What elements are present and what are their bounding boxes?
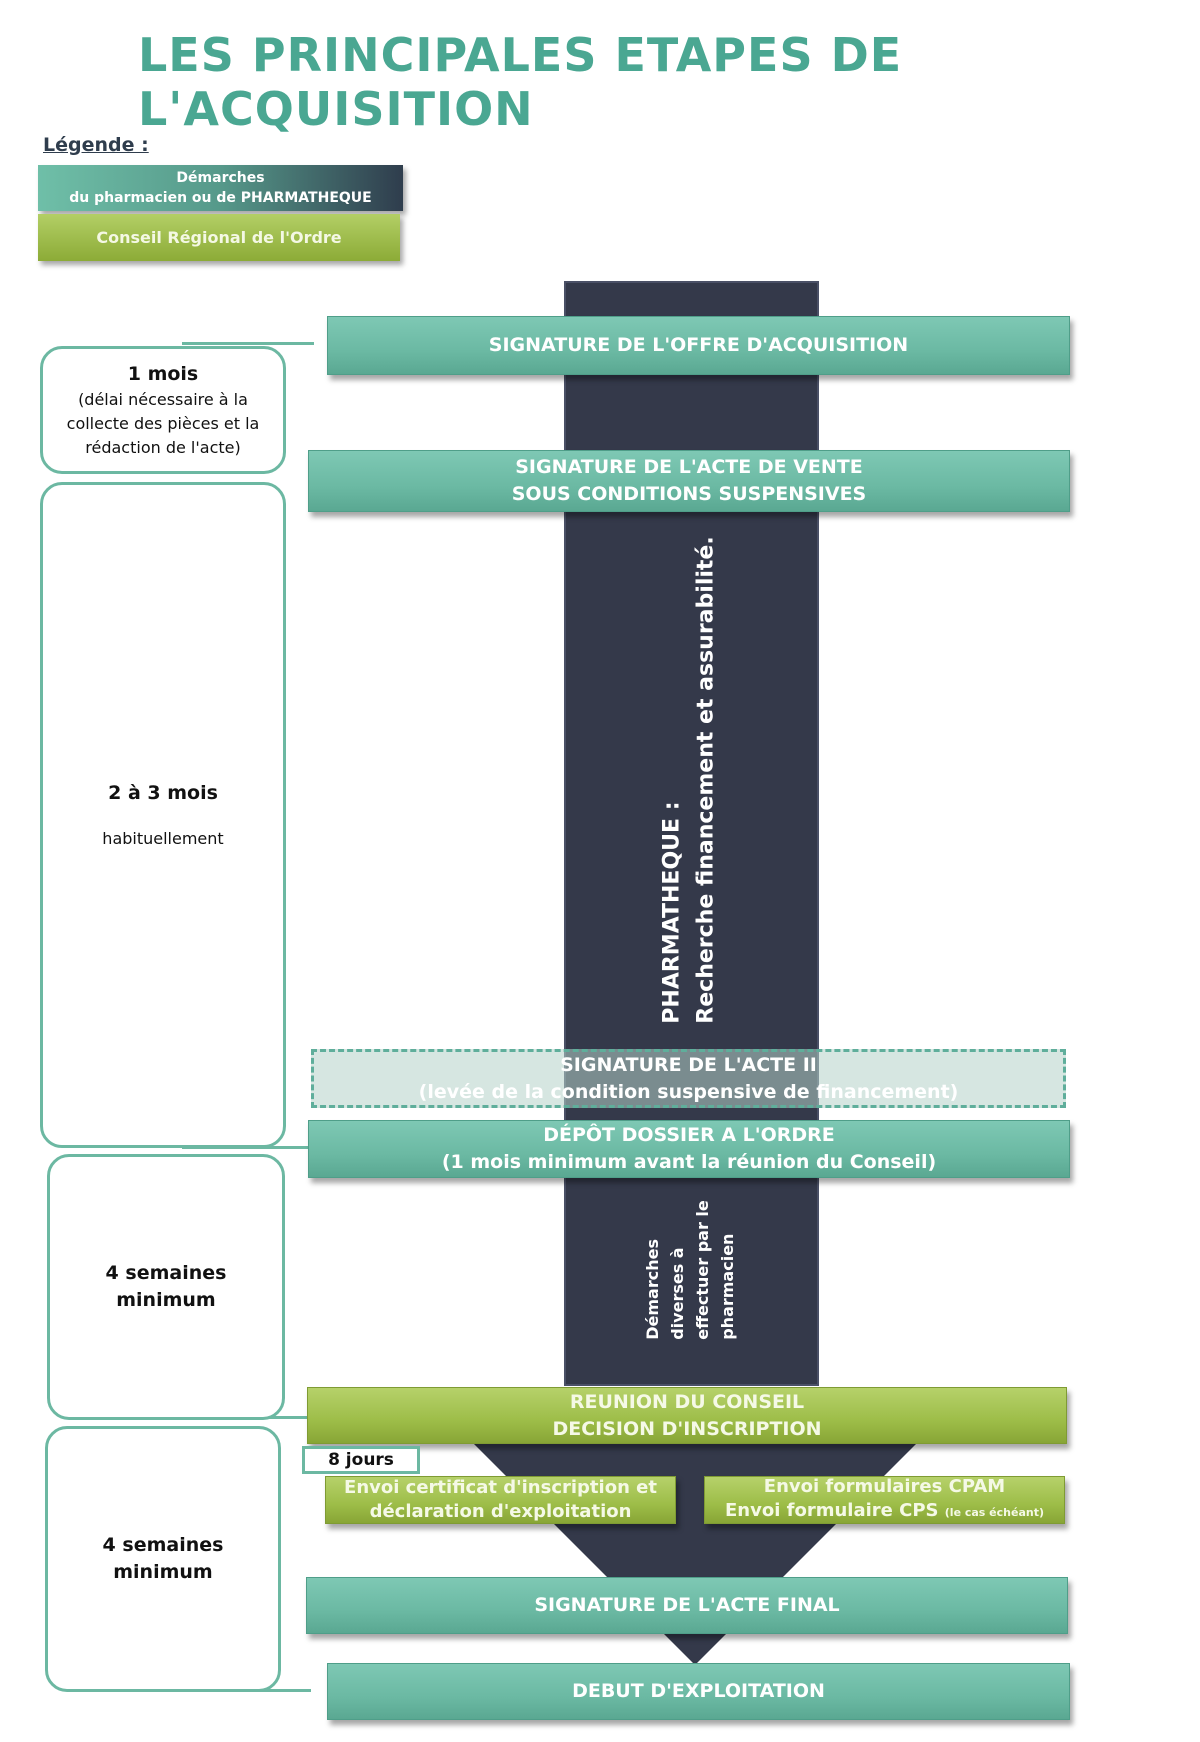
- stage-label: SIGNATURE DE L'ACTE DE VENTE: [515, 456, 863, 478]
- legend-item-demarches: Démarches du pharmacien ou de PHARMATHEQ…: [38, 165, 403, 211]
- delay-badge-8-jours: 8 jours: [302, 1446, 420, 1474]
- legend-item-label: Conseil Régional de l'Ordre: [96, 227, 342, 247]
- connector-line: [182, 342, 314, 345]
- stage-envoi-certificat: Envoi certificat d'inscription et déclar…: [325, 1476, 676, 1524]
- stage-note: (le cas échéant): [944, 1506, 1044, 1519]
- stage-label: SIGNATURE DE L'OFFRE D'ACQUISITION: [488, 334, 909, 356]
- stage-signature-offre: SIGNATURE DE L'OFFRE D'ACQUISITION: [327, 316, 1070, 375]
- stage-label: SOUS CONDITIONS SUSPENSIVES: [511, 483, 867, 505]
- spine-text-line: effectuer par le: [692, 1200, 712, 1340]
- duration-title: 4 semaines: [105, 1262, 227, 1284]
- stage-label: Envoi formulaires CPAM: [763, 1476, 1006, 1497]
- stage-label: DECISION D'INSCRIPTION: [552, 1417, 822, 1440]
- spine-demarches: Démarches diverses à effectuer par le ph…: [560, 1190, 820, 1350]
- duration-box-2-3-mois: 2 à 3 mois habituellement: [40, 482, 286, 1148]
- stage-label: (levée de la condition suspensive de fin…: [418, 1080, 959, 1103]
- stage-label: SIGNATURE DE L'ACTE FINAL: [534, 1594, 840, 1616]
- duration-title: minimum: [116, 1289, 216, 1311]
- stage-label: SIGNATURE DE L'ACTE II: [560, 1053, 817, 1076]
- stage-label: REUNION DU CONSEIL: [569, 1390, 805, 1413]
- legend-item-label: du pharmacien ou de PHARMATHEQUE: [69, 190, 372, 206]
- page-title: LES PRINCIPALES ETAPES DE L'ACQUISITION: [138, 28, 903, 136]
- duration-box-4-semaines-1: 4 semaines minimum: [47, 1154, 285, 1420]
- stage-signature-acte-vente: SIGNATURE DE L'ACTE DE VENTE SOUS CONDIT…: [308, 450, 1070, 512]
- stage-label: DÉPÔT DOSSIER A L'ORDRE: [543, 1124, 835, 1146]
- stage-debut-exploitation: DEBUT D'EXPLOITATION: [327, 1663, 1070, 1720]
- stage-label: Envoi formulaire CPS (le cas échéant): [725, 1499, 1044, 1525]
- stage-signature-acte-final: SIGNATURE DE L'ACTE FINAL: [306, 1577, 1068, 1634]
- spine-text-line: pharmacien: [717, 1233, 737, 1340]
- duration-title: 1 mois: [127, 362, 199, 385]
- legend-item-label: Démarches: [176, 170, 265, 186]
- stage-envoi-cpam: Envoi formulaires CPAM Envoi formulaire …: [704, 1476, 1065, 1524]
- stage-label: Envoi certificat d'inscription et: [344, 1477, 657, 1498]
- legend-title: Légende :: [43, 134, 149, 156]
- duration-title: minimum: [113, 1561, 213, 1583]
- stage-signature-acte-ii: SIGNATURE DE L'ACTE II (levée de la cond…: [311, 1049, 1066, 1108]
- stage-label: (1 mois minimum avant la réunion du Cons…: [441, 1151, 937, 1173]
- stage-label: DEBUT D'EXPLOITATION: [572, 1680, 825, 1702]
- spine-text-line: Recherche financement et assurabilité.: [694, 536, 719, 1024]
- spine-text-line: PHARMATHEQUE :: [660, 801, 685, 1024]
- stage-label: Envoi formulaire CPS: [724, 1500, 939, 1521]
- duration-box-4-semaines-2: 4 semaines minimum: [45, 1426, 281, 1692]
- stage-label: déclaration d'exploitation: [369, 1501, 632, 1522]
- duration-note: rédaction de l'acte): [85, 437, 241, 457]
- duration-box-1-mois: 1 mois (délai nécessaire à la collecte d…: [40, 346, 286, 474]
- duration-note: habituellement: [102, 828, 224, 848]
- spine-pharmatheque: PHARMATHEQUE : Recherche financement et …: [560, 536, 820, 1023]
- duration-note: (délai nécessaire à la: [78, 389, 248, 409]
- spine-text-line: Démarches: [642, 1239, 662, 1340]
- duration-note: collecte des pièces et la: [66, 413, 260, 433]
- stage-reunion-conseil: REUNION DU CONSEIL DECISION D'INSCRIPTIO…: [307, 1387, 1067, 1444]
- duration-title: 2 à 3 mois: [108, 781, 218, 804]
- spine-text-line: diverses à: [667, 1247, 687, 1340]
- stage-depot-dossier: DÉPÔT DOSSIER A L'ORDRE (1 mois minimum …: [308, 1120, 1070, 1178]
- legend-item-conseil: Conseil Régional de l'Ordre: [38, 214, 400, 261]
- duration-title: 4 semaines: [102, 1534, 224, 1556]
